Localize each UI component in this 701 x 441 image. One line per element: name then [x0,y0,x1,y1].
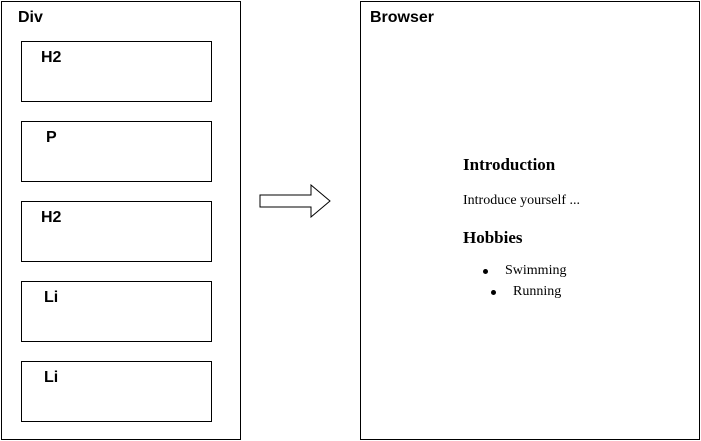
rendered-paragraph: Introduce yourself ... [463,193,581,208]
div-child-label: P [46,129,57,146]
rendered-list-item: Swimming [505,263,567,278]
rendered-list-item: Running [513,284,562,299]
div-child-label: H2 [41,209,62,226]
bullet-icon [483,269,488,274]
div-frame-title: Div [18,9,43,26]
div-child-p-box: P [21,121,212,182]
browser-frame-title: Browser [370,9,435,26]
rendered-heading: Hobbies [463,228,523,247]
div-child-h2-box: H2 [21,41,212,102]
browser-frame: Browser [360,1,700,440]
div-frame: Div H2 P H2 Li Li [1,1,241,440]
right-arrow-icon [259,184,331,218]
div-child-li-box: Li [21,361,212,422]
rendered-heading: Introduction [463,155,556,174]
div-child-li-box: Li [21,281,212,342]
div-child-label: Li [44,369,59,386]
div-child-label: Li [44,289,59,306]
div-child-label: H2 [41,49,62,66]
div-child-h2-box: H2 [21,201,212,262]
bullet-icon [491,290,496,295]
